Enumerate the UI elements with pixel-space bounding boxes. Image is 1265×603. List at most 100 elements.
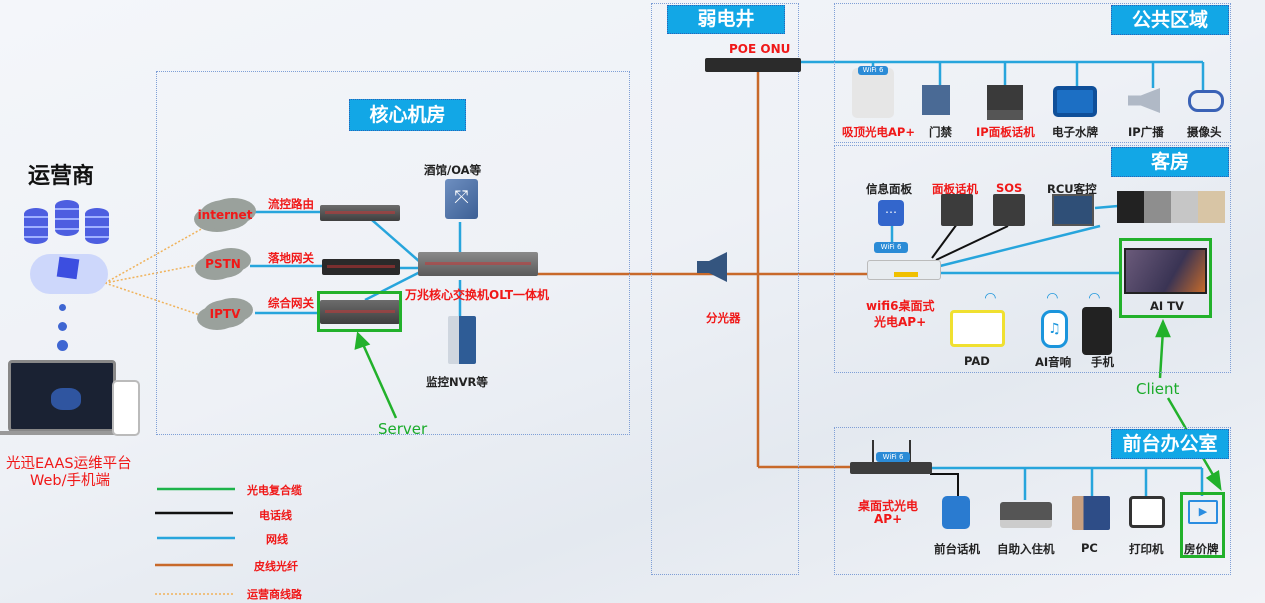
operator-title: 运营商 — [28, 164, 95, 189]
client-highlight-box — [1119, 238, 1212, 318]
front-device-label: PC — [1081, 541, 1098, 555]
wifi-icon: ◠ — [985, 290, 996, 306]
rate-board-icon[interactable]: ▶ — [1188, 500, 1218, 524]
ai-tv-label: AI TV — [1150, 299, 1184, 313]
camera-icon[interactable] — [1188, 90, 1224, 112]
sos-device[interactable] — [993, 194, 1025, 226]
landing-gateway-device[interactable] — [322, 259, 400, 275]
rate-board-highlight-box — [1180, 492, 1225, 558]
operator-lines — [104, 226, 206, 316]
map-graphic — [51, 388, 81, 410]
onu-label: POE ONU — [729, 42, 791, 56]
core-switch-olt-device[interactable] — [418, 252, 538, 276]
wifi6-desktop-ap-device[interactable] — [867, 260, 941, 280]
pc-icon[interactable] — [1072, 496, 1110, 530]
hotel-oa-label: 酒馆/OA等 — [424, 163, 482, 177]
panel-phone-label: 面板话机 — [932, 182, 978, 196]
public-area-zone — [834, 3, 1231, 143]
ai-speaker-label: AI音响 — [1035, 355, 1072, 369]
operator-line-internet — [104, 226, 206, 284]
core-room-title: 核心机房 — [349, 99, 466, 131]
front-ap-label1: 桌面式光电 — [858, 499, 919, 513]
operator-cloud-icon — [22, 198, 112, 298]
dot-icon — [57, 340, 68, 351]
public-device-label: 摄像头 — [1187, 125, 1222, 139]
guest-room-cables — [890, 204, 1120, 275]
router-label: 流控路由 — [268, 197, 314, 211]
wifi6-badge: WiFi 6 — [858, 66, 888, 75]
front-office-title: 前台办公室 — [1111, 429, 1229, 459]
front-office-zone — [834, 427, 1231, 575]
weak-well-zone — [651, 3, 799, 575]
legend-label: 网线 — [266, 533, 288, 546]
guest-room-zone — [834, 145, 1231, 373]
core-switch-label: 万兆核心交换机OLT一体机 — [405, 288, 550, 302]
database-icon — [85, 208, 109, 244]
client-annotation: Client — [1136, 380, 1180, 398]
front-device-label: 自助入住机 — [997, 542, 1055, 556]
ip-panel-phone-icon[interactable] — [987, 85, 1023, 120]
switch-icon[interactable]: ⤧ — [445, 179, 478, 219]
public-device-label: 门禁 — [929, 125, 952, 139]
laptop-base — [0, 431, 120, 435]
front-device-label: 前台话机 — [934, 542, 980, 556]
public-device-label: 吸顶光电AP+ — [842, 125, 915, 139]
poe-onu-device[interactable] — [705, 58, 801, 72]
guest-ap-label1: wifi6桌面式 — [866, 299, 935, 313]
legend-label: 电话线 — [259, 509, 292, 522]
wifi6-badge: WiFi 6 — [874, 242, 908, 253]
desk-phone-icon[interactable] — [942, 496, 970, 529]
pad-icon[interactable] — [950, 310, 1005, 347]
public-area-title: 公共区域 — [1111, 5, 1229, 35]
front-device-label: 房价牌 — [1184, 542, 1219, 556]
info-panel-label: 信息面板 — [866, 182, 912, 196]
laptop-dashboard-icon[interactable] — [8, 360, 116, 432]
rcu-controller-device[interactable] — [1052, 194, 1094, 226]
info-panel-icon[interactable]: ⋯ — [878, 200, 904, 226]
printer-icon[interactable] — [1129, 496, 1165, 528]
legend-label: 运营商线路 — [247, 588, 302, 601]
dot-icon — [59, 304, 66, 311]
guest-room-title: 客房 — [1111, 147, 1229, 177]
antenna — [909, 440, 911, 462]
weak-well-title: 弱电井 — [667, 5, 785, 34]
wifi6-badge: WiFi 6 — [876, 452, 910, 462]
pad-label: PAD — [964, 354, 990, 368]
integrated-gateway-device[interactable] — [320, 300, 400, 324]
smart-switch-panels[interactable] — [1117, 191, 1225, 223]
panel-phone-device[interactable] — [941, 194, 973, 226]
self-checkin-kiosk-icon[interactable] — [1000, 502, 1052, 528]
integrated-gateway-label: 综合网关 — [268, 296, 314, 310]
nvr-tower-icon[interactable] — [448, 316, 476, 364]
platform-line2: Web/手机端 — [30, 473, 110, 489]
server-annotation: Server — [378, 420, 428, 438]
server-highlight-box — [317, 291, 402, 332]
desktop-ap-device[interactable] — [850, 462, 932, 474]
phone-icon[interactable] — [1082, 307, 1112, 355]
ai-tv-device[interactable] — [1124, 248, 1207, 294]
operator-line-iptv — [104, 282, 201, 316]
cloud-iptv: IPTV — [203, 300, 247, 328]
cube-icon — [56, 256, 80, 280]
landing-gateway-label: 落地网关 — [268, 251, 314, 265]
nvr-label: 监控NVR等 — [426, 375, 488, 389]
antenna — [872, 440, 874, 462]
phone-app-icon[interactable] — [112, 380, 140, 436]
dot-icon — [58, 322, 67, 331]
front-ap-label2: AP+ — [874, 512, 903, 526]
ai-speaker-icon[interactable]: ♫ — [1041, 310, 1068, 348]
legend-label: 皮线光纤 — [254, 560, 298, 573]
cloud-pstn: PSTN — [201, 250, 245, 278]
access-control-icon[interactable] — [922, 85, 950, 115]
front-device-label: 打印机 — [1129, 542, 1164, 556]
front-office-cables — [930, 466, 1204, 500]
rcu-label: RCU客控 — [1047, 182, 1097, 196]
cloud-internet: internet — [198, 200, 252, 230]
router-device[interactable] — [320, 205, 400, 221]
ceiling-ap-icon[interactable]: WiFi 6 — [852, 66, 894, 118]
guest-ap-label2: 光电AP+ — [874, 315, 927, 329]
database-icon — [55, 200, 79, 236]
e-signage-icon[interactable] — [1053, 86, 1097, 117]
wifi-icon: ◠ — [1089, 290, 1100, 306]
